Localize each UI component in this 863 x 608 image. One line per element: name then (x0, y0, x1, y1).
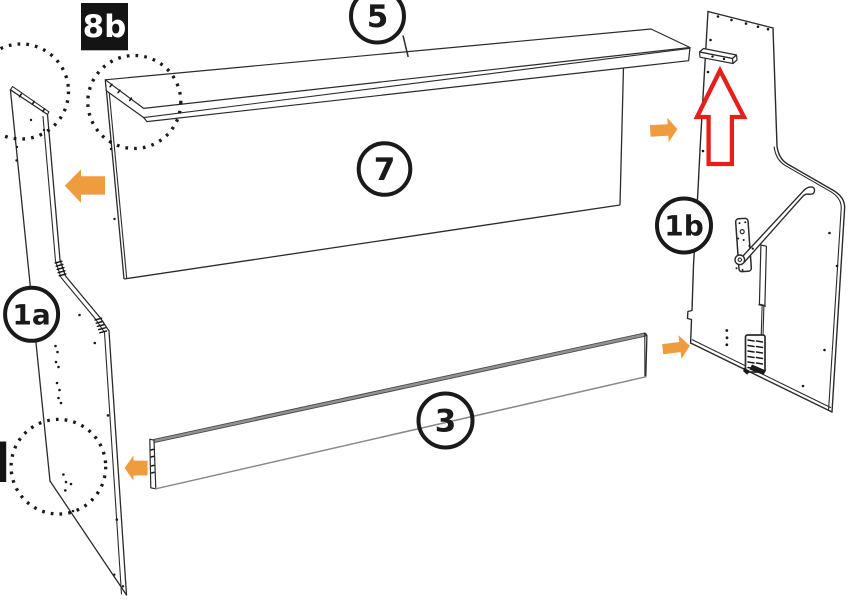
lift-mechanism (734, 186, 816, 375)
detail-circle-top-far-left (0, 42, 71, 141)
right-side-panel-1b (686, 10, 846, 413)
callout-3: 3 (416, 391, 475, 450)
callout-1b-label: 1b (664, 210, 704, 243)
callout-5-label: 5 (367, 0, 389, 35)
panel-1a-top-edge-dowel-marks (18, 93, 46, 113)
top-bracket (698, 47, 738, 65)
orange-arrow-right-upper-icon (649, 117, 678, 143)
detail-circle-shelf-corner (86, 53, 183, 151)
callout-7: 7 (356, 141, 413, 197)
page-edge-tab (0, 441, 7, 482)
rail-end-dowel-marks (150, 448, 155, 474)
bottom-rail-3 (149, 332, 648, 490)
callout-1b: 1b (655, 196, 713, 255)
step-badge: 8b (81, 3, 128, 51)
callout-5: 5 (349, 0, 406, 45)
callout-5-leader (402, 35, 409, 58)
panel-1a-holes (15, 118, 125, 588)
panel-7-holes (109, 147, 116, 221)
callout-1a: 1a (3, 285, 61, 343)
callout-labels: 5 7 3 1a 1b (3, 0, 713, 450)
orange-arrow-left-upper-icon (64, 169, 105, 203)
orange-arrow-left-lower-icon (124, 455, 148, 481)
hinge-crimp-upper (54, 260, 67, 277)
red-outline-arrow-up-icon (693, 65, 748, 167)
hinge-crimp-lower (94, 317, 108, 334)
step-badge-label: 8b (83, 9, 127, 45)
callout-3-label: 3 (435, 404, 457, 440)
callout-7-label: 7 (374, 152, 396, 188)
left-side-panel-1a (9, 86, 128, 596)
callout-1a-label: 1a (12, 299, 50, 332)
shelf-5 (104, 28, 691, 123)
shelf-end-dowel-marks (109, 83, 133, 102)
detail-circle-bottom-left (9, 417, 108, 516)
detail-circles (0, 42, 183, 516)
orange-arrows (64, 117, 690, 481)
orange-arrow-right-lower-icon (662, 335, 690, 359)
